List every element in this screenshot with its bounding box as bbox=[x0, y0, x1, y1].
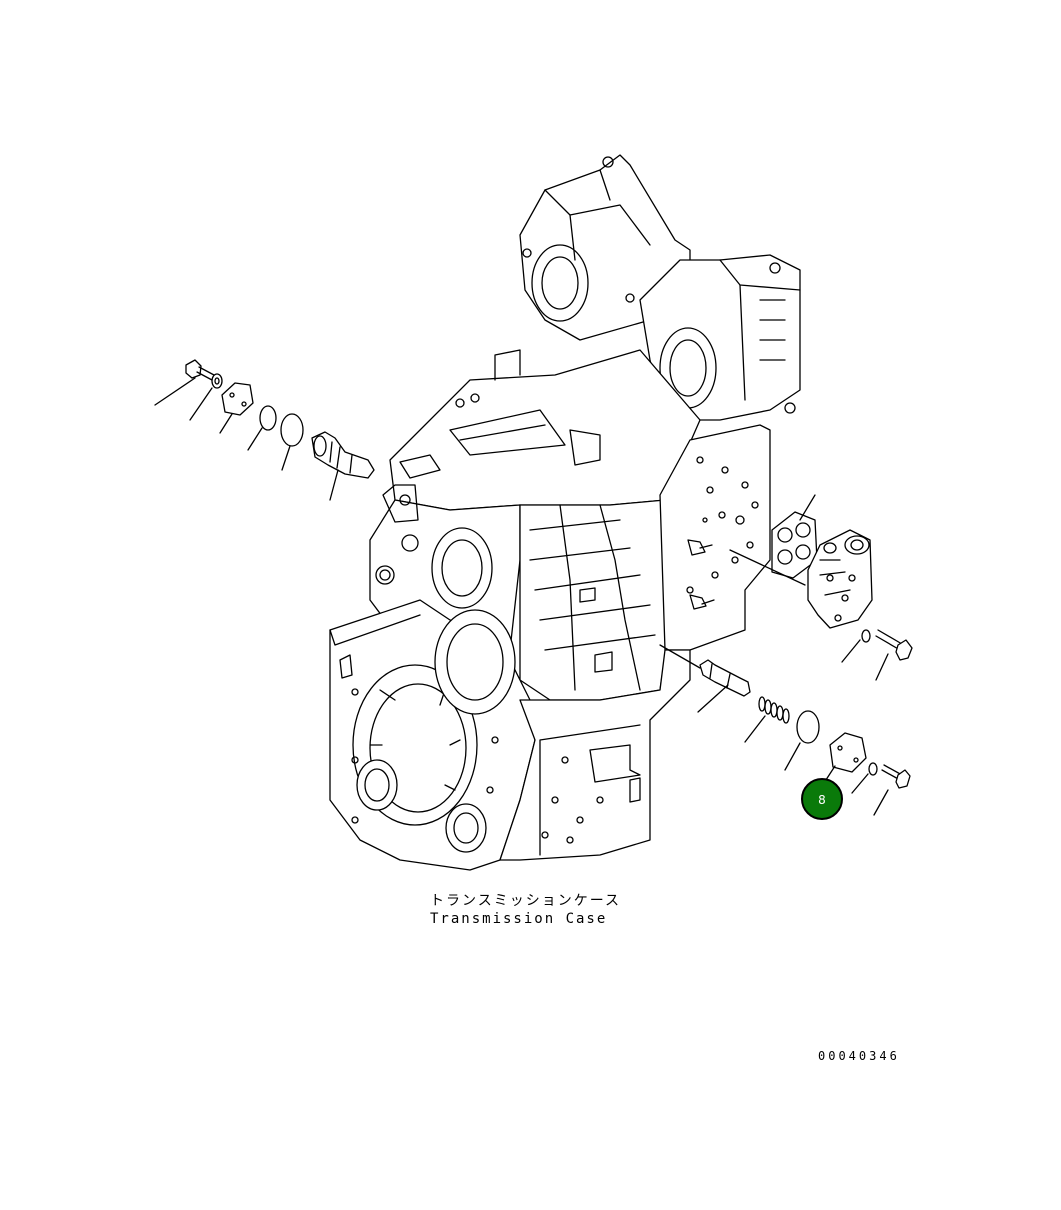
valve-spool-icon bbox=[311, 431, 375, 501]
gasket-icon bbox=[729, 494, 818, 586]
cover-plate-icon bbox=[219, 382, 254, 434]
bolt-icon bbox=[154, 359, 215, 406]
callout-badge[interactable] bbox=[801, 778, 843, 820]
washer-icon bbox=[841, 629, 871, 663]
bolt-icon bbox=[875, 629, 913, 681]
transmission-case-icon bbox=[329, 154, 801, 871]
o-ring-icon bbox=[280, 413, 304, 471]
o-ring-icon bbox=[247, 405, 277, 451]
part-callout-8[interactable]: 8 bbox=[801, 778, 843, 820]
o-ring-icon bbox=[784, 710, 820, 771]
drawing-code: 00040346 bbox=[818, 1049, 900, 1063]
spring-icon bbox=[744, 696, 790, 743]
bolt-icon bbox=[873, 764, 911, 816]
cover-plate-icon bbox=[829, 732, 867, 773]
callout-number[interactable]: 8 bbox=[818, 793, 826, 807]
washer-icon bbox=[851, 762, 878, 794]
caption-english: Transmission Case bbox=[430, 911, 607, 927]
control-valve-icon bbox=[807, 529, 873, 629]
washer-icon bbox=[189, 373, 223, 421]
shaft-icon bbox=[659, 644, 751, 713]
caption-japanese: トランスミッションケース bbox=[430, 893, 621, 909]
